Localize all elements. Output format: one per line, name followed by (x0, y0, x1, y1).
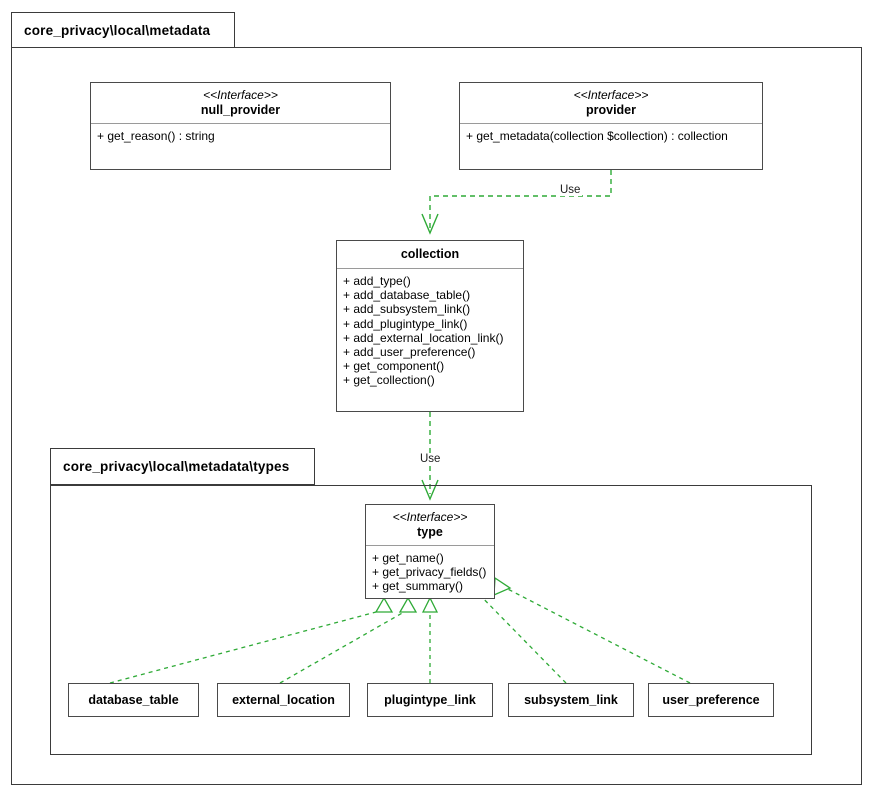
class-name-type: type (417, 524, 443, 539)
class-members-provider: + get_metadata(collection $collection) :… (460, 124, 762, 147)
class-members-null-provider: + get_reason() : string (91, 124, 390, 147)
stereotype-type: <<Interface>> (392, 510, 468, 524)
class-name-collection: collection (400, 247, 460, 261)
class-header-provider: <<Interface>> provider (460, 83, 762, 124)
class-member: + add_user_preference() (343, 344, 476, 359)
stereotype-provider: <<Interface>> (573, 88, 649, 102)
class-member: + get_name() (372, 550, 444, 565)
edge-label-use-collection-type: Use (418, 453, 443, 465)
stereotype-null-provider: <<Interface>> (203, 88, 278, 102)
class-box-database-table[interactable]: database_table (68, 683, 199, 717)
class-member: + get_component() (343, 358, 445, 373)
class-name-database-table: database_table (88, 693, 179, 707)
package-frame-outer (11, 47, 862, 785)
class-box-type[interactable]: <<Interface>> type + get_name() + get_pr… (365, 504, 495, 599)
class-member: + add_subsystem_link() (343, 302, 471, 317)
class-member: + add_database_table() (343, 288, 471, 303)
class-members-type: + get_name() + get_privacy_fields() + ge… (366, 546, 494, 597)
class-member: + add_external_location_link() (343, 330, 504, 345)
class-box-subsystem-link[interactable]: subsystem_link (508, 683, 634, 717)
class-name-subsystem-link: subsystem_link (524, 693, 618, 707)
class-header-collection: collection (337, 241, 523, 270)
class-box-plugintype-link[interactable]: plugintype_link (367, 683, 493, 717)
package-label-inner: core_privacy\local\metadata\types (63, 459, 290, 474)
class-header-type: <<Interface>> type (366, 505, 494, 546)
package-label-outer: core_privacy\local\metadata (24, 22, 211, 38)
package-tab-inner[interactable]: core_privacy\local\metadata\types (50, 448, 315, 485)
class-member: + add_type() (343, 274, 411, 289)
class-box-provider[interactable]: <<Interface>> provider + get_metadata(co… (459, 82, 763, 170)
class-header-null-provider: <<Interface>> null_provider (91, 83, 390, 124)
class-name-provider: provider (585, 102, 636, 117)
class-box-user-preference[interactable]: user_preference (648, 683, 774, 717)
class-box-collection[interactable]: collection + add_type() + add_database_t… (336, 240, 524, 412)
class-name-user-preference: user_preference (662, 693, 760, 707)
class-box-null-provider[interactable]: <<Interface>> null_provider + get_reason… (90, 82, 391, 170)
class-member: + get_summary() (372, 579, 464, 594)
edge-label-use-provider-collection: Use (558, 184, 583, 196)
class-member: + get_metadata(collection $collection) :… (466, 128, 728, 143)
class-members-collection: + add_type() + add_database_table() + ad… (337, 269, 523, 391)
class-member: + get_reason() : string (97, 128, 215, 143)
class-member: + add_plugintype_link() (343, 316, 468, 331)
class-member: + get_privacy_fields() (372, 564, 487, 579)
class-box-external-location[interactable]: external_location (217, 683, 350, 717)
class-member: + get_collection() (343, 372, 435, 387)
class-name-null-provider: null_provider (200, 102, 281, 117)
package-frame-inner (50, 485, 812, 755)
class-name-external-location: external_location (232, 693, 335, 707)
package-tab-outer[interactable]: core_privacy\local\metadata (11, 12, 235, 48)
class-name-plugintype-link: plugintype_link (384, 693, 476, 707)
